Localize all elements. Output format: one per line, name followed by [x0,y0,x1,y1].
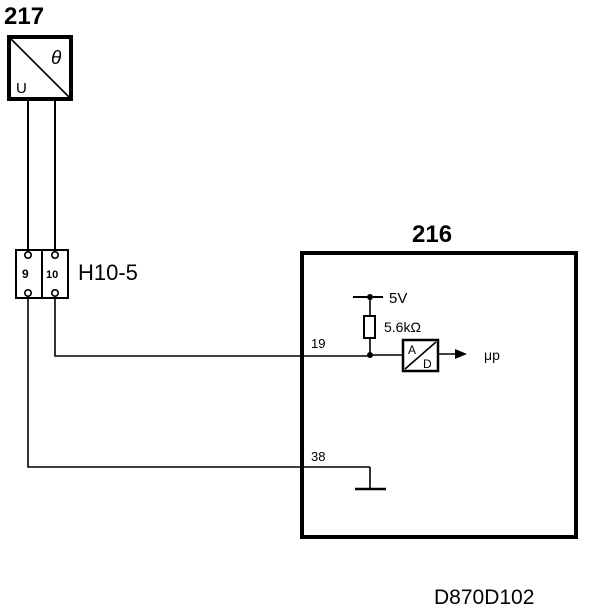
connector-pin-dot [50,251,59,260]
connector-h10-5: 9 10 [15,249,69,299]
converter-d: D [423,357,432,371]
ground-wire [27,298,370,468]
supply-5v [353,294,383,316]
resistor-value: 5.6kΩ [384,319,421,335]
connector-id: H10-5 [78,260,138,285]
output-arrow-head [455,349,467,359]
temperature-sensor: θ U [7,35,73,101]
connector-pin-dot [23,288,32,297]
signal-wire [54,298,370,357]
control-unit-id: 216 [412,221,452,248]
ad-converter: A D [401,338,440,373]
supply-voltage-label: 5V [389,290,407,307]
pullup-resistor [363,315,376,339]
sensor-id: 217 [4,3,44,30]
drawing-code: D870D102 [434,586,534,609]
connector-pin-dot [23,251,32,260]
connector-pin-dot [50,288,59,297]
theta-symbol: θ [51,48,62,69]
connector-pin-9: 9 [22,267,29,281]
voltage-symbol: U [16,80,27,97]
microprocessor-label: μp [484,347,500,363]
connector-pin-10: 10 [46,269,58,281]
control-unit-box [300,251,578,539]
pin-19-label: 19 [311,336,325,351]
converter-a: A [408,343,416,357]
pin-38-label: 38 [311,449,325,464]
ground-symbol [355,467,386,491]
